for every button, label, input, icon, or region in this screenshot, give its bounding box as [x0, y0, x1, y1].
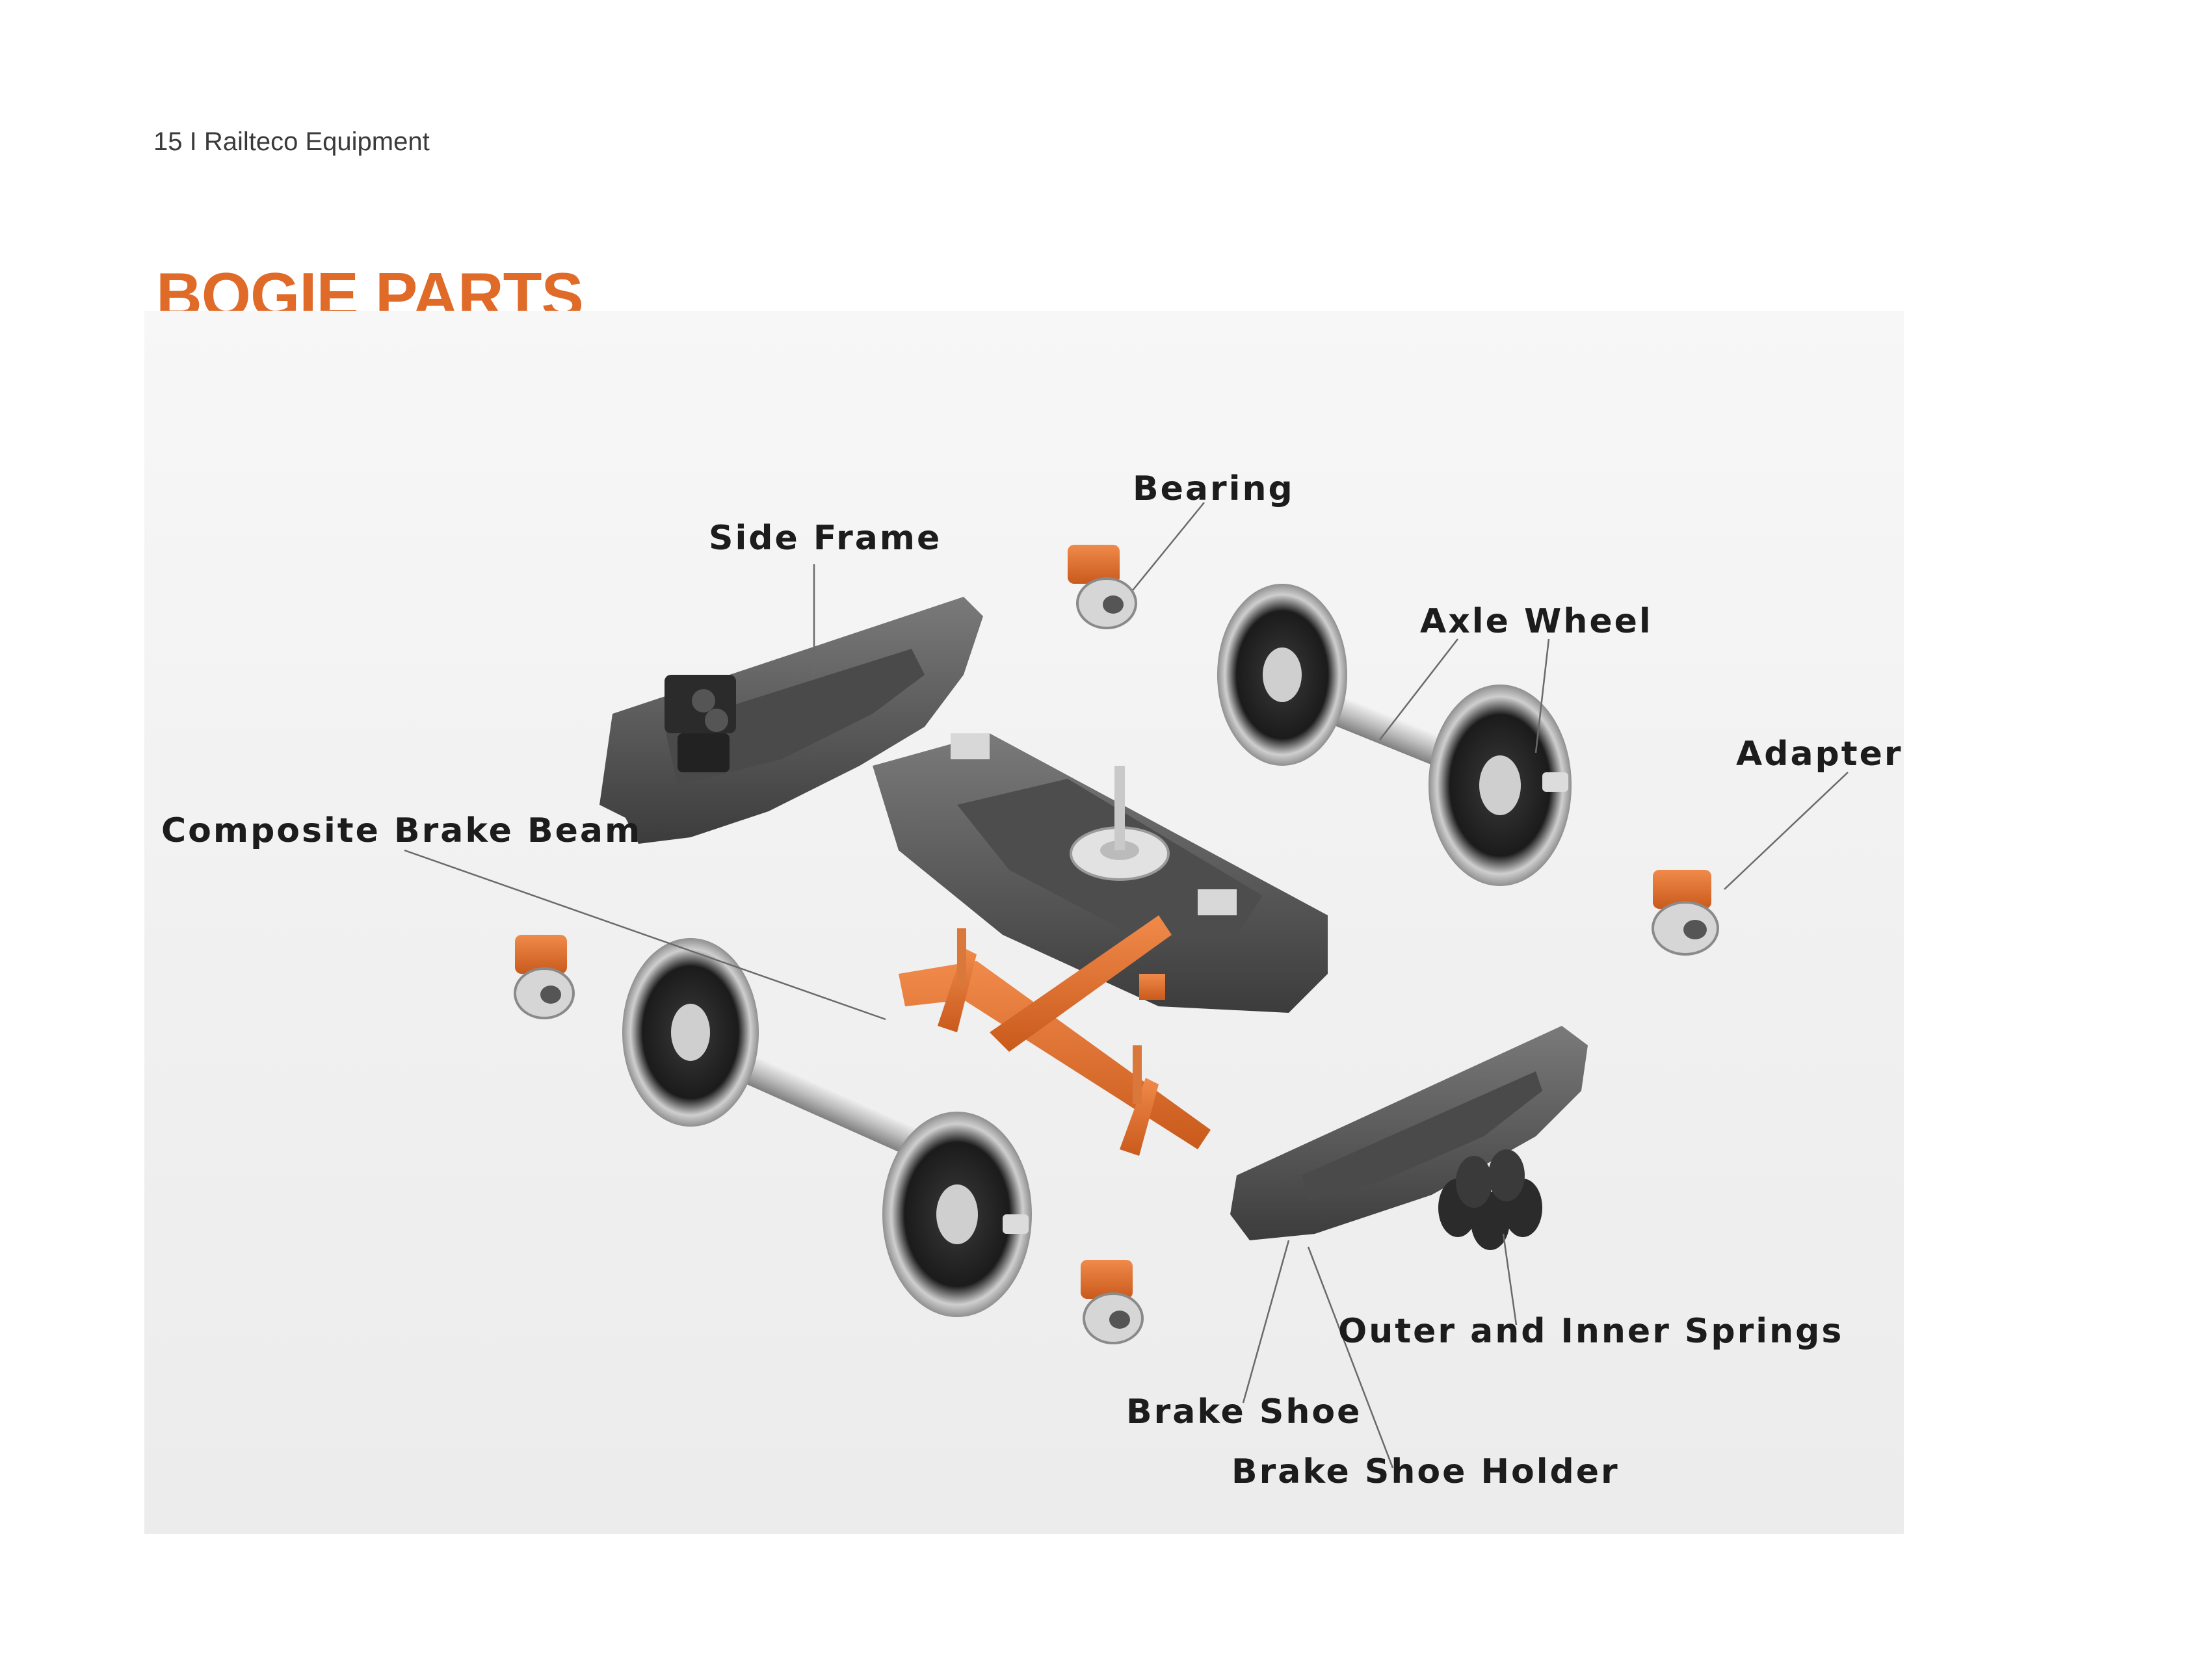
- side-frame-lower: [1230, 1026, 1588, 1240]
- label-bearing: Bearing: [1133, 469, 1295, 508]
- composite-brake-beam: [899, 915, 1211, 1156]
- axle-wheel-lower: [622, 938, 1032, 1317]
- side-frame-upper: [599, 597, 983, 844]
- bogie-illustration: [404, 502, 1849, 1469]
- adapter-right: [1652, 870, 1719, 956]
- adapter-left: [514, 935, 575, 1019]
- company-name: Railteco Equipment: [204, 127, 430, 156]
- springs-cluster: [1438, 1149, 1542, 1250]
- bogie-exploded-diagram: Bearing Side Frame Axle Wheel Adapter Co…: [144, 311, 1904, 1534]
- page-header: 15 I Railteco Equipment: [153, 127, 430, 157]
- bolster: [873, 733, 1328, 1013]
- axle-wheel-upper: [1217, 584, 1572, 886]
- page-number: 15: [153, 127, 183, 156]
- label-adapter: Adapter: [1736, 735, 1903, 774]
- header-separator: I: [189, 127, 197, 156]
- label-composite-brake-beam: Composite Brake Beam: [161, 811, 642, 850]
- label-brake-shoe: Brake Shoe: [1126, 1392, 1362, 1431]
- bearing-lower: [1081, 1260, 1144, 1344]
- label-outer-inner-springs: Outer and Inner Springs: [1338, 1312, 1844, 1351]
- label-brake-shoe-holder: Brake Shoe Holder: [1231, 1452, 1620, 1491]
- label-side-frame: Side Frame: [709, 519, 942, 558]
- bearing-upper: [1068, 545, 1137, 629]
- label-axle-wheel: Axle Wheel: [1420, 602, 1653, 641]
- leader-lines: [404, 502, 1849, 1469]
